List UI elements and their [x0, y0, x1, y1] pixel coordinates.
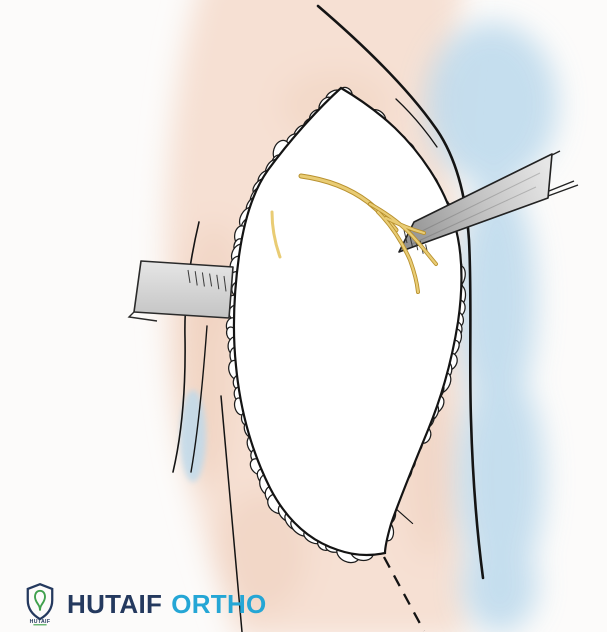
brand-secondary: ORTHO [171, 588, 267, 619]
brand: HUTAIF HUTAIF ORTHO [24, 582, 267, 626]
tooth-icon [34, 589, 46, 611]
shadow-tint [426, 22, 558, 632]
skin-fold-lines [172, 221, 243, 632]
brand-mark-underline [33, 624, 47, 626]
shield-icon [26, 583, 54, 621]
surgical-incision [225, 86, 467, 564]
incision-extension-dashed-line [382, 556, 426, 632]
brand-primary: HUTAIF [67, 588, 163, 619]
brand-mark-label: HUTAIF [30, 619, 51, 625]
left-retractor [127, 260, 234, 322]
brand-text: HUTAIF ORTHO [67, 589, 267, 620]
brand-logo-mark: HUTAIF [26, 583, 54, 626]
nerve-branches [270, 173, 438, 294]
